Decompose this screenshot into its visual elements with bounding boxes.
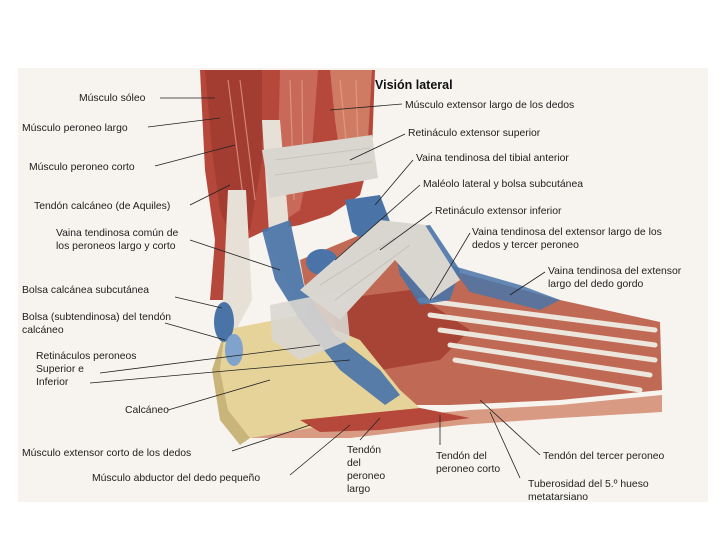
label-achilles-tendon: Tendón calcáneo (de Aquiles) — [34, 201, 170, 212]
labels-bottom: Tendón del peroneo largo Tendón del pero… — [347, 445, 649, 503]
diagram-title: Visión lateral — [375, 78, 453, 92]
label-common-fibular-sheath-2: los peroneos largo y corto — [56, 241, 176, 252]
label-extensor-digitorum-longus: Músculo extensor largo de los dedos — [405, 100, 574, 111]
label-fibular-retinacula-1: Retináculos peroneos — [36, 351, 137, 362]
label-subcutaneous-calcaneal-bursa: Bolsa calcánea subcutánea — [22, 285, 149, 296]
label-fibularis-brevis-tendon-2: peroneo corto — [436, 464, 500, 475]
labels-left: Músculo sóleo Músculo peroneo largo Músc… — [22, 93, 260, 484]
label-ehl-sheath-1: Vaina tendinosa del extensor — [548, 266, 682, 277]
achilles-tendon — [222, 190, 252, 330]
label-fibularis-brevis-muscle: Músculo peroneo corto — [29, 162, 135, 173]
label-fibularis-longus-tendon-4: largo — [347, 484, 370, 495]
label-calcaneus: Calcáneo — [125, 405, 169, 416]
label-abductor-digiti-minimi: Músculo abductor del dedo pequeño — [92, 473, 260, 484]
label-common-fibular-sheath-1: Vaina tendinosa común de — [56, 228, 178, 239]
label-fibularis-longus-tendon-3: peroneo — [347, 471, 385, 482]
abductor-digiti-minimi — [300, 408, 470, 432]
label-fibularis-longus-tendon-2: del — [347, 458, 361, 469]
label-tibialis-anterior-sheath: Vaina tendinosa del tibial anterior — [416, 153, 569, 164]
calcaneus-bone — [220, 315, 420, 438]
label-lateral-malleolus: Maléolo lateral y bolsa subcutánea — [423, 179, 583, 190]
label-extensor-digitorum-brevis: Músculo extensor corto de los dedos — [22, 448, 191, 459]
leader-lines — [89, 97, 546, 479]
label-fibularis-tertius-tendon: Tendón del tercer peroneo — [543, 451, 665, 462]
label-superior-extensor-retinaculum: Retináculo extensor superior — [408, 128, 541, 139]
label-inferior-extensor-retinaculum: Retináculo extensor inferior — [435, 206, 562, 217]
label-edl-sheath-2: dedos y tercer peroneo — [472, 240, 579, 251]
subcutaneous-calcaneal-bursa — [214, 302, 234, 342]
extensor-tendons — [417, 297, 658, 393]
label-fifth-metatarsal-tuberosity-1: Tuberosidad del 5.º hueso — [528, 479, 649, 490]
label-fibular-retinacula-3: Inferior — [36, 377, 69, 388]
label-fifth-metatarsal-tuberosity-2: metatarsiano — [528, 492, 588, 503]
label-fibularis-longus-tendon-1: Tendón — [347, 445, 381, 456]
heel-skin — [212, 330, 250, 445]
label-ehl-sheath-2: largo del dedo gordo — [548, 279, 644, 290]
fibular-retinacula — [270, 290, 350, 360]
label-fibularis-longus-muscle: Músculo peroneo largo — [22, 123, 128, 134]
labels-right: Músculo extensor largo de los dedos Reti… — [405, 100, 682, 462]
soleus-muscle — [205, 70, 262, 240]
anatomy-drawing — [200, 70, 662, 445]
label-subtendinous-bursa-2: calcáneo — [22, 325, 64, 336]
label-fibularis-brevis-tendon-1: Tendón del — [436, 451, 487, 462]
subtendinous-calcaneal-bursa — [225, 334, 243, 366]
extensor-hallucis-longus-sheath — [450, 265, 560, 310]
label-soleus-muscle: Músculo sóleo — [79, 93, 146, 104]
label-edl-sheath-1: Vaina tendinosa del extensor largo de lo… — [472, 227, 662, 238]
label-subtendinous-bursa-1: Bolsa (subtendinosa) del tendón — [22, 312, 171, 323]
common-fibular-sheath — [262, 220, 400, 405]
label-fibular-retinacula-2: Superior e — [36, 364, 84, 375]
